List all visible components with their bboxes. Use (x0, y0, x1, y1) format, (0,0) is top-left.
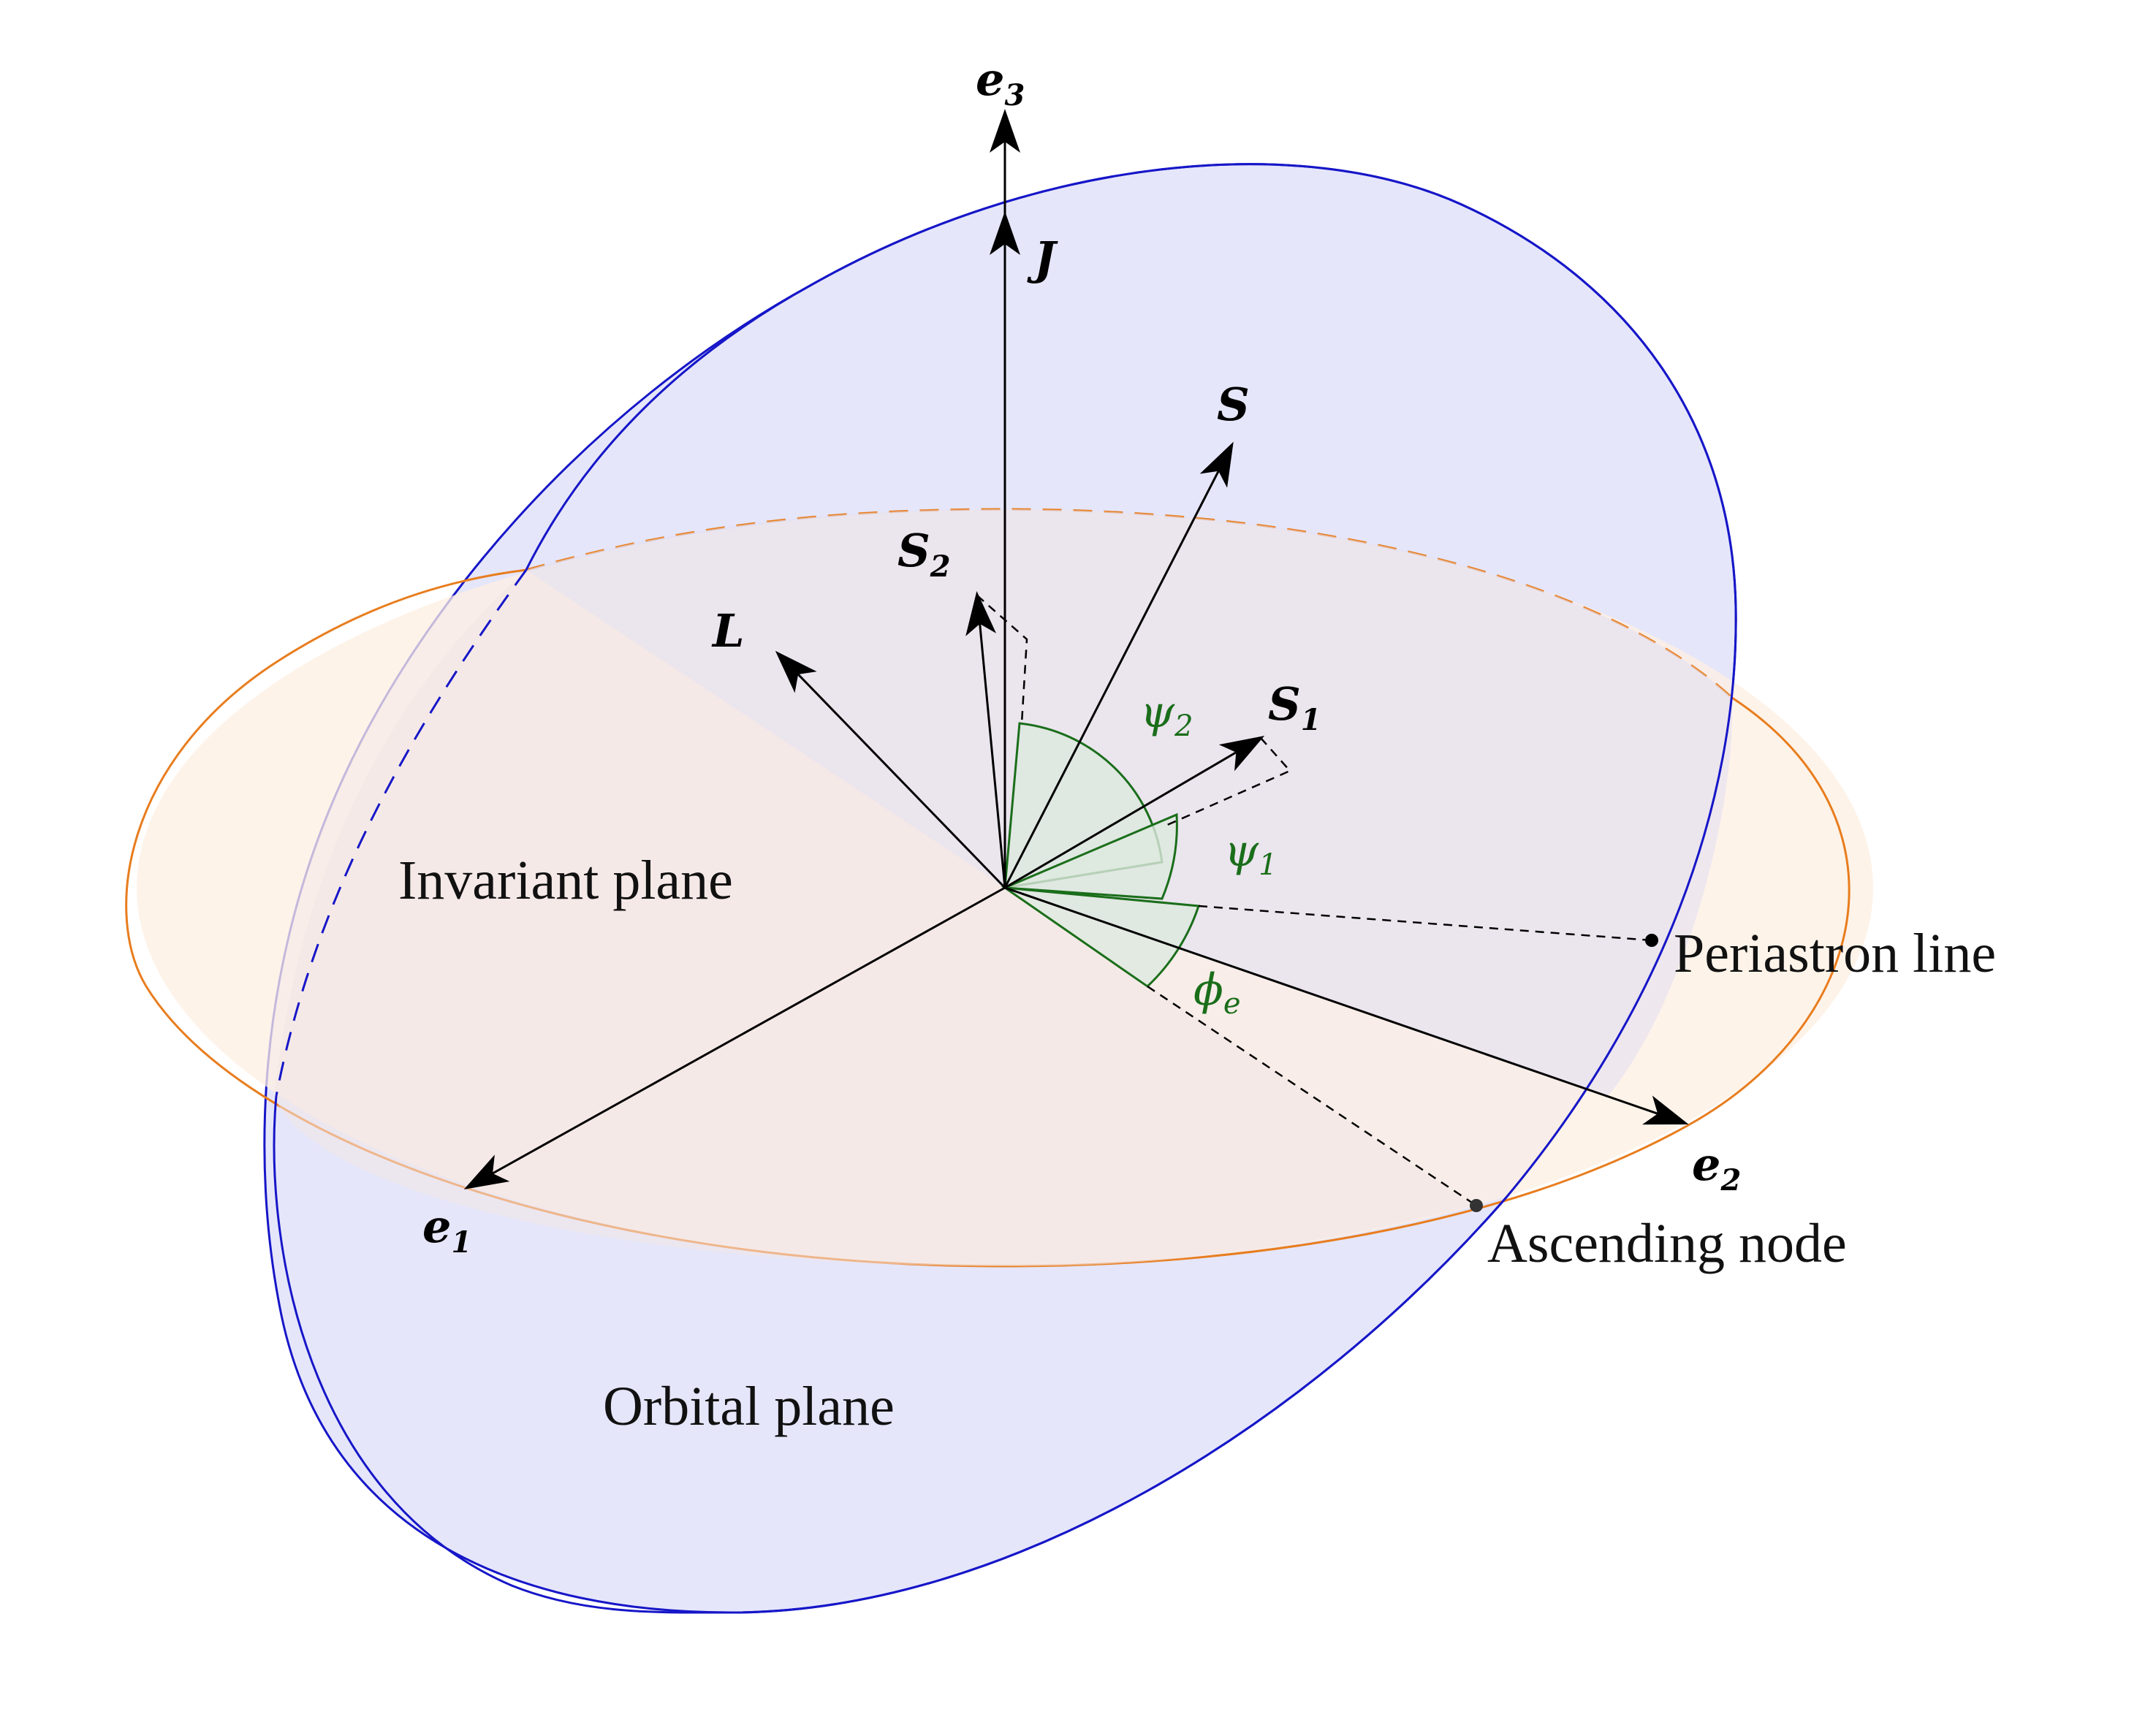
plane-overlap (274, 570, 1473, 1266)
e2-label: e2 (1692, 1138, 1741, 1198)
orbital-plane-label: Orbital plane (603, 1376, 895, 1437)
L-label: L (711, 604, 745, 658)
psi2-label: ψ2 (1140, 687, 1193, 743)
e1-axis (463, 886, 1006, 1189)
ascending-node-point (1470, 1199, 1483, 1212)
S-label: S (1217, 378, 1250, 431)
orbital-plane-hidden-arc (275, 569, 528, 1097)
phi-e-sector (1001, 886, 1201, 988)
ascending-node-guide (1147, 985, 1477, 1207)
phi-e-label: ϕe (1193, 964, 1241, 1021)
periastron-point (1645, 934, 1658, 947)
invariant-plane-label: Invariant plane (398, 850, 733, 911)
L-vector (775, 650, 1006, 889)
S-vector (1003, 441, 1234, 888)
psi1-sector (1004, 812, 1178, 900)
S1-label: S1 (1268, 677, 1321, 737)
vectors (463, 109, 1689, 1189)
e3-label: e3 (976, 53, 1025, 113)
orbital-plane-outline (273, 163, 1737, 1614)
ascending-node-label: Ascending node (1487, 1213, 1847, 1274)
periastron-line-label: Periastron line (1674, 923, 1996, 984)
S1-vector (1004, 735, 1265, 889)
psi1-label: ψ1 (1224, 826, 1278, 882)
e1-label: e1 (422, 1200, 471, 1260)
S2-vector (965, 591, 1006, 888)
angle-sectors (1001, 722, 1201, 988)
S2-label: S2 (897, 524, 951, 584)
e2-axis (1004, 886, 1689, 1125)
